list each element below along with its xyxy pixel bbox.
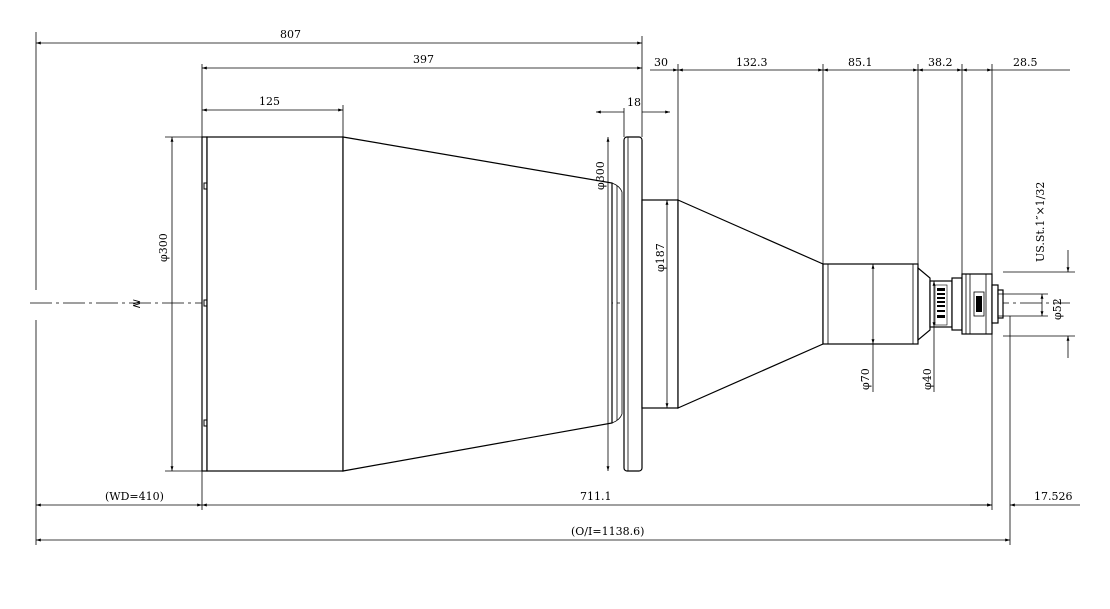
dim-28-5: 28.5: [1013, 56, 1038, 69]
lens-body: [201, 136, 1004, 472]
thread-mount: [991, 284, 999, 324]
rear-barrel: [822, 263, 919, 345]
dim-125: 125: [259, 95, 280, 108]
dim-397: 397: [413, 53, 434, 66]
dim-132-3: 132.3: [736, 56, 768, 69]
rear-ring: [951, 277, 963, 331]
dim-18: 18: [627, 96, 641, 109]
top-dimensions: 807 397 125 18 30 132.3 85.1 38.2: [35, 28, 1070, 290]
front-cone: [342, 136, 613, 472]
dia-187: φ187: [654, 243, 667, 272]
dia-40: φ40: [921, 368, 934, 390]
rear-block: [641, 199, 679, 409]
dim-oi-1138-6: (O/I=1138.6): [571, 525, 644, 538]
flange: [623, 136, 643, 472]
dim-17-526: 17.526: [1034, 490, 1073, 503]
dim-30: 30: [654, 56, 668, 69]
dim-38-2: 38.2: [928, 56, 953, 69]
dim-807: 807: [280, 28, 301, 41]
thread-spec: US.St.1″×1/32: [1034, 182, 1047, 262]
front-barrel: [206, 136, 344, 472]
dim-711-1: 711.1: [580, 490, 612, 503]
break-symbol: ≷: [132, 297, 141, 310]
bottom-dimensions: (WD=410) 711.1 17.526 (O/I=1138.6): [35, 316, 1080, 545]
dia-52: φ52: [1051, 298, 1064, 320]
dim-85-1: 85.1: [848, 56, 873, 69]
dia-front-300: φ300: [157, 233, 170, 262]
rear-cone: [677, 199, 824, 409]
dia-70: φ70: [859, 368, 872, 390]
dim-wd-410: (WD=410): [105, 490, 164, 503]
diameter-dimensions: φ300 φ300 φ187 φ70 φ40 φ52 US.St.1″×1/32: [157, 136, 1075, 472]
dia-flange-300: φ300: [594, 161, 607, 190]
